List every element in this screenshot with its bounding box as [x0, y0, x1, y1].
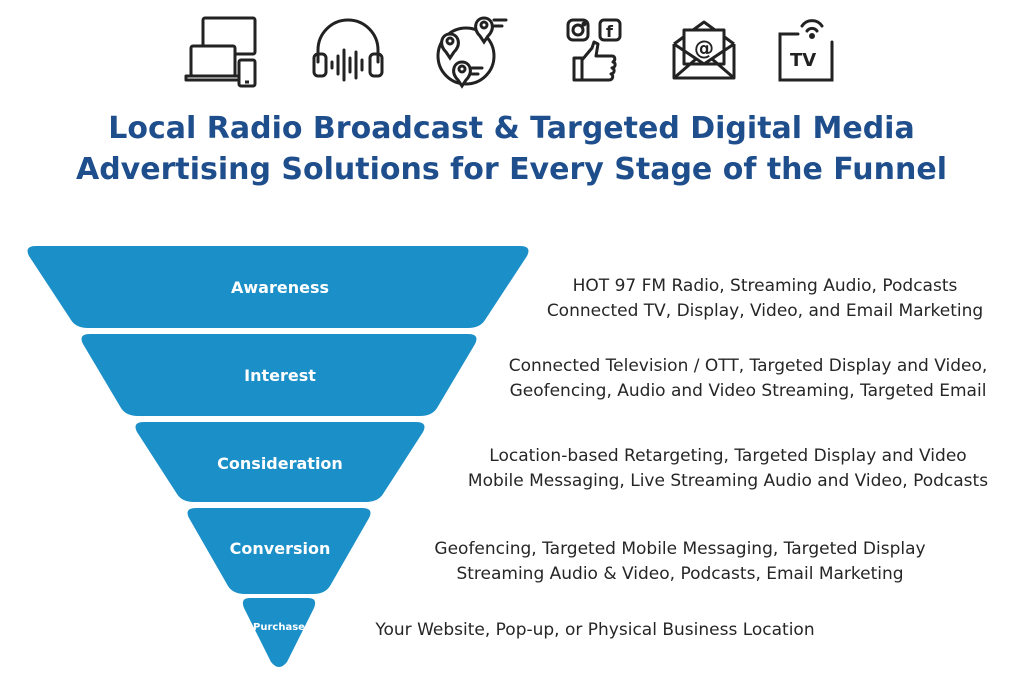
- page-title: Local Radio Broadcast & Targeted Digital…: [0, 108, 1023, 190]
- stage-desc-awareness: HOT 97 FM Radio, Streaming Audio, Podcas…: [530, 274, 1000, 324]
- tv-glyph: TV: [790, 50, 816, 71]
- stage-label-awareness: Awareness: [231, 278, 329, 297]
- desc-line: Geofencing, Targeted Mobile Messaging, T…: [434, 539, 926, 559]
- devices-icon: [183, 12, 263, 92]
- title-line-2: Advertising Solutions for Every Stage of…: [75, 152, 948, 187]
- stage-label-purchase: Purchase: [253, 622, 305, 633]
- stage-desc-interest: Connected Television / OTT, Targeted Dis…: [490, 354, 1006, 404]
- funnel-stage-conversion: [187, 508, 371, 594]
- desc-line: Geofencing, Audio and Video Streaming, T…: [509, 381, 987, 401]
- desc-line: Mobile Messaging, Live Streaming Audio a…: [467, 471, 989, 491]
- funnel-stage-awareness: [27, 246, 529, 328]
- funnel-stage-interest: [81, 334, 477, 416]
- stage-label-interest: Interest: [244, 366, 316, 385]
- desc-line: Location-based Retargeting, Targeted Dis…: [489, 446, 967, 466]
- stage-desc-purchase: Your Website, Pop-up, or Physical Busine…: [340, 618, 850, 643]
- stage-label-consideration: Consideration: [217, 454, 343, 473]
- desc-line: Connected Television / OTT, Targeted Dis…: [508, 356, 988, 376]
- social-like-icon: f: [560, 12, 640, 92]
- desc-line: Connected TV, Display, Video, and Email …: [546, 301, 984, 321]
- desc-line: HOT 97 FM Radio, Streaming Audio, Podcas…: [572, 276, 958, 296]
- stage-label-conversion: Conversion: [229, 539, 331, 558]
- desc-line: Your Website, Pop-up, or Physical Busine…: [375, 620, 815, 640]
- funnel-stage-purchase: [242, 598, 316, 667]
- desc-line: Streaming Audio & Video, Podcasts, Email…: [456, 564, 904, 584]
- headphones-icon: [308, 12, 388, 92]
- connected-tv-icon: TV: [772, 12, 842, 92]
- title-line-1: Local Radio Broadcast & Targeted Digital…: [108, 111, 915, 146]
- stage-desc-consideration: Location-based Retargeting, Targeted Dis…: [448, 444, 1008, 494]
- at-glyph: @: [694, 36, 714, 60]
- stage-desc-conversion: Geofencing, Targeted Mobile Messaging, T…: [400, 537, 960, 587]
- funnel-stage-consideration: [135, 422, 425, 502]
- email-icon: @: [664, 12, 744, 92]
- channel-icons: f @ TV: [0, 12, 1023, 92]
- facebook-glyph: f: [606, 22, 614, 41]
- location-pins-icon: [432, 12, 512, 92]
